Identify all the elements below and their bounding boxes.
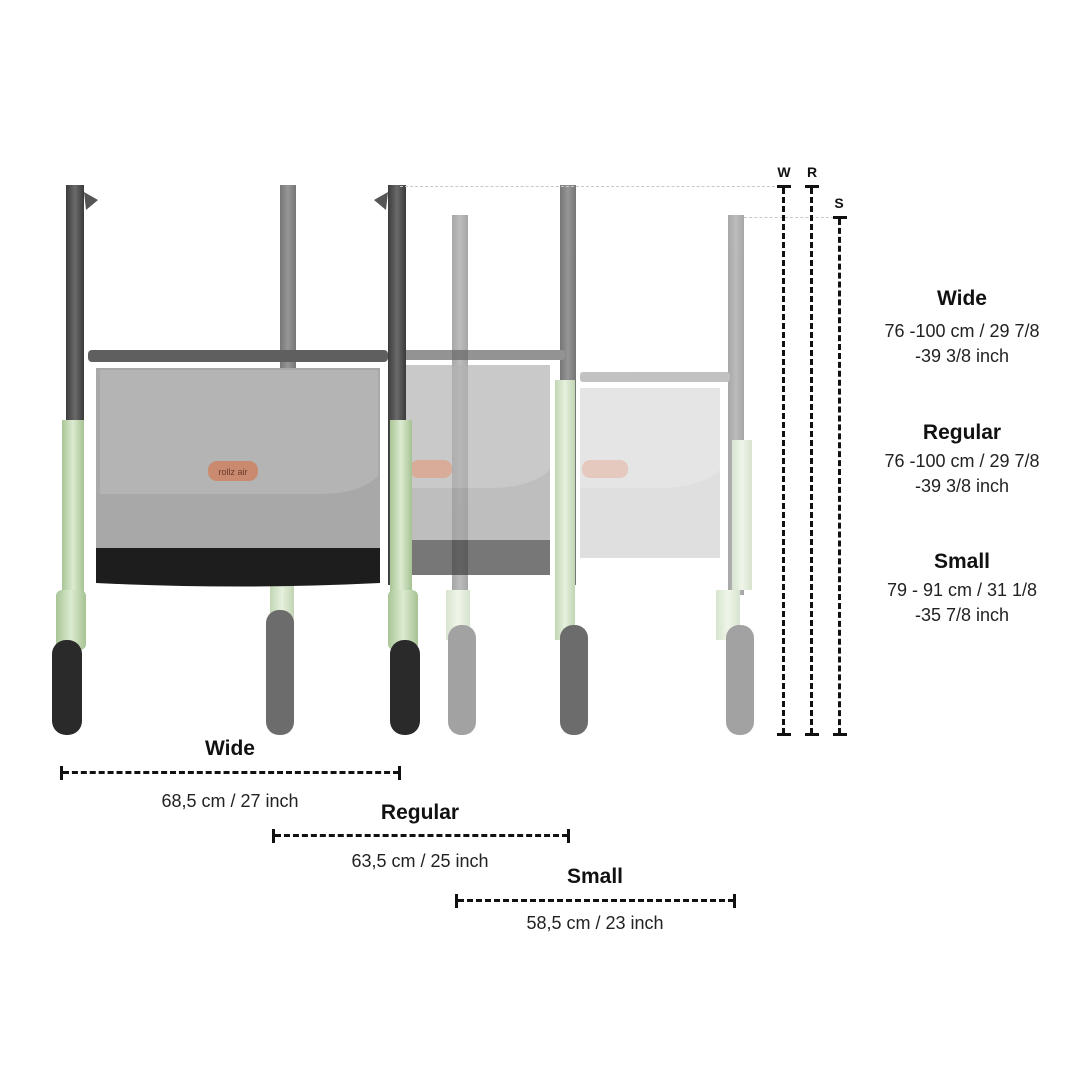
height-spec-wide: Wide 76 -100 cm / 29 7/8 -39 3/8 inch: [862, 287, 1062, 369]
height-marker-letter-w: W: [777, 164, 791, 180]
width-spec-value: 58,5 cm / 23 inch: [526, 913, 664, 933]
height-spec-title: Regular: [922, 421, 1002, 444]
height-spec-line1: 76 -100 cm / 29 7/8: [884, 321, 1040, 341]
height-spec-line2: -39 3/8 inch: [914, 476, 1010, 496]
width-spec-value: 68,5 cm / 27 inch: [161, 791, 299, 811]
height-spec-regular: Regular 76 -100 cm / 29 7/8 -39 3/8 inch: [862, 421, 1062, 499]
svg-text:rollz air: rollz air: [218, 467, 247, 477]
rollator-regular: [266, 185, 588, 735]
width-spec-title: Regular: [380, 801, 460, 824]
height-spec-line1: 79 - 91 cm / 31 1/8: [886, 580, 1038, 600]
height-spec-title: Small: [933, 550, 991, 573]
height-guide-wide-regular: [400, 186, 780, 187]
width-spec-value: 63,5 cm / 25 inch: [351, 851, 489, 871]
height-guide-small: [744, 217, 834, 218]
width-spec-title: Small: [566, 865, 624, 888]
height-spec-line1: 76 -100 cm / 29 7/8: [884, 451, 1040, 471]
width-spec-title: Wide: [205, 737, 255, 760]
height-spec-title: Wide: [937, 287, 987, 310]
rollator-wide: rollz air: [52, 185, 420, 735]
height-spec-line2: -39 3/8 inch: [914, 346, 1010, 366]
height-spec-small: Small 79 - 91 cm / 31 1/8 -35 7/8 inch: [862, 550, 1062, 628]
height-marker-letter-s: S: [834, 195, 844, 211]
rollator-small: [446, 215, 754, 735]
height-marker-letter-r: R: [806, 164, 818, 180]
height-spec-line2: -35 7/8 inch: [914, 605, 1010, 625]
